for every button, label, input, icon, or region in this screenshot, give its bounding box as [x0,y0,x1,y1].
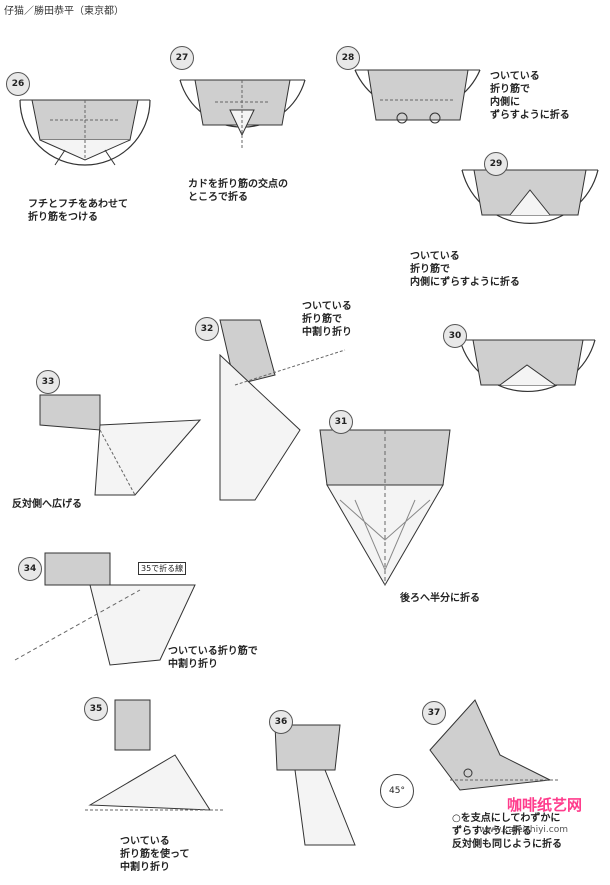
step-30-number: 30 [443,324,467,348]
step-31-diagram [319,429,451,586]
step-26-number: 26 [6,72,30,96]
step-27-diagram [179,79,306,150]
step-34-caption: ついている折り筋で 中割り折り [168,646,258,670]
step-28-caption: ついている 折り筋で 内側に ずらすように折る [490,71,570,121]
step-37-caption: ○を支点にしてわずかに ずらすように折る 反対側も同じように折る [452,813,562,850]
step-32: 32 [195,315,346,505]
step-29: 29 [460,150,600,250]
rotate-45-icon: 45° [380,774,414,808]
step-27-number: 27 [170,46,194,70]
step-26-caption: フチとフチをあわせて 折り筋をつける [28,199,128,223]
step-32-caption: ついている 折り筋で 中割り折り [302,301,352,338]
step-32-diagram [219,319,346,501]
page-header: 仔猫／勝田恭平（東京都） [4,6,124,17]
step-31: 31 [315,410,455,590]
step-30-diagram [459,339,596,392]
step-36-diagram [274,724,356,846]
step-34: 34 [10,545,225,670]
step-36: 36 [265,710,365,850]
step-27-caption: カドを折り筋の交点の ところで折る [188,179,288,203]
step-28-diagram [354,69,481,124]
step-33-caption: 反対側へ広げる [12,499,82,510]
watermark-url: www.kafeizhiyi.com [479,825,568,835]
step-32-number: 32 [195,317,219,341]
step-35-diagram [85,699,225,811]
step-29-number: 29 [484,152,508,176]
step-29-caption: ついている 折り筋で 内側にずらすように折る [410,251,520,288]
step-26: 26 [6,40,160,190]
step-35: 35 [80,695,230,835]
step-28-number: 28 [336,46,360,70]
step-33: 33 [30,370,210,500]
step-35-number: 35 [84,697,108,721]
step-35-caption: ついている 折り筋を使って 中割り折り [120,836,190,873]
step-29-diagram [461,169,599,224]
step-33-diagram [39,394,202,496]
step-37-diagram [429,699,560,791]
watermark-brand: 咖啡纸艺网 [506,796,582,814]
step-36-number: 36 [269,710,293,734]
step-34-diagram [14,552,196,666]
step-31-number: 31 [329,410,353,434]
step-37-number: 37 [422,701,446,725]
step-26-diagram [19,99,151,166]
step-30: 30 [443,320,600,435]
line-35-label: 35で折る線 [138,562,187,575]
step-31-caption: 後ろへ半分に折る [400,593,480,604]
step-37: 37 [420,695,570,805]
step-28: 28 [336,40,490,180]
step-34-number: 34 [18,557,42,581]
step-33-number: 33 [36,370,60,394]
step-27: 27 [170,40,310,185]
